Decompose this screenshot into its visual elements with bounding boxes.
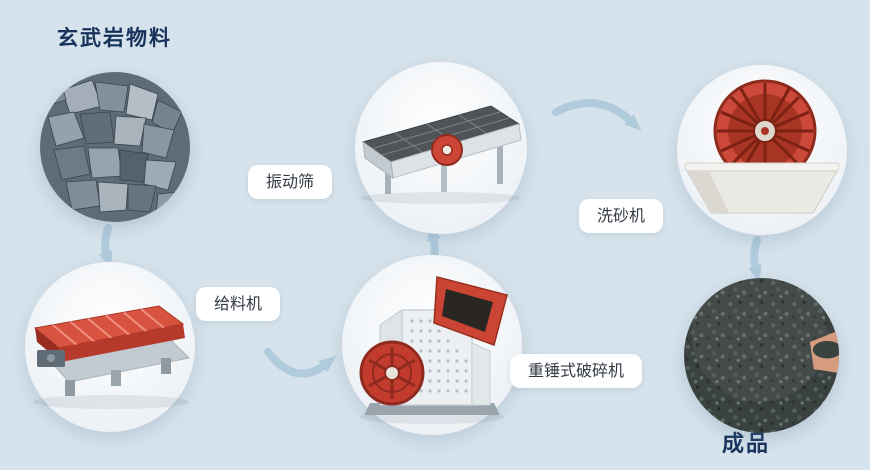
crusher-label: 重锤式破碎机 [528, 361, 625, 380]
arrow-material-to-feeder [99, 224, 113, 269]
crusher-machine-illustration [359, 276, 508, 424]
screen-machine-illustration [361, 105, 522, 204]
product-gravel-illustration [684, 278, 839, 433]
washer-node [677, 65, 847, 235]
feeder-label-pill: 给料机 [196, 287, 281, 321]
screen-label-pill: 振动筛 [248, 165, 333, 199]
screen-node [355, 62, 527, 234]
crusher-node [342, 255, 522, 435]
feeder-label: 给料机 [214, 294, 263, 313]
product-title: 成品 [722, 432, 771, 457]
feeder-node [25, 262, 195, 432]
washer-label-pill: 洗砂机 [579, 199, 664, 233]
feeder-machine-illustration [33, 305, 191, 409]
washer-label: 洗砂机 [597, 206, 646, 225]
crusher-label-pill: 重锤式破碎机 [510, 354, 643, 388]
basalt-rocks-photo [40, 72, 190, 222]
washer-machine-illustration [684, 79, 840, 214]
arrow-screen-to-washer [552, 99, 642, 131]
product-node [684, 278, 839, 433]
arrow-washer-to-product [748, 236, 762, 283]
arrow-feeder-to-crusher [264, 348, 337, 378]
product-photo [684, 278, 839, 433]
material-title: 玄武岩物料 [57, 26, 172, 50]
screen-label: 振动筛 [266, 172, 315, 191]
basalt-rocks-illustration [40, 72, 190, 222]
basalt-material-node [40, 72, 190, 222]
